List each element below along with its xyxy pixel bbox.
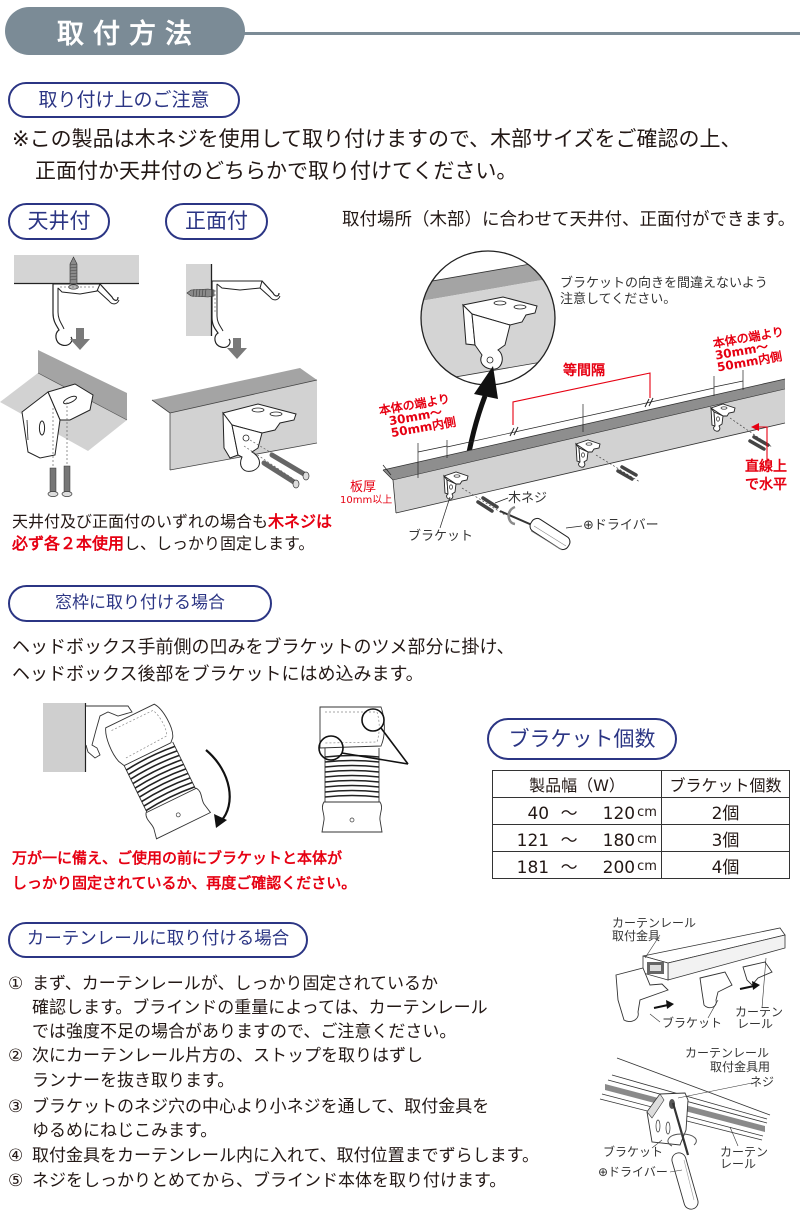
- curtain-rail-screw-illustration: [599, 1057, 771, 1210]
- rail2-bracket-label: ブラケット: [603, 1145, 664, 1159]
- arrow-down-icon: [70, 328, 90, 350]
- step-number: ④: [8, 1146, 24, 1166]
- rotate-icon: [507, 505, 516, 526]
- column-header-width: 製品幅（W）: [492, 770, 662, 798]
- rail-bracket-label: ブラケット: [662, 1016, 723, 1030]
- curtain-rail-fitting-illustration: [615, 927, 786, 1023]
- mount-note-line1: 天井付及び正面付のいずれの場合も木ネジは: [12, 512, 333, 531]
- step-5-line1: ネジをしっかりとめてから、ブラインド本体を取り付けます。: [32, 1171, 507, 1191]
- step-1-line3: では強度不足の場合がありますので、ご注意ください。: [32, 1022, 457, 1042]
- wood-screw-label: 木ネジ: [508, 491, 548, 506]
- board-thickness-label: 板厚: [350, 480, 377, 495]
- arrow-right-icon: [752, 981, 760, 990]
- step-number: ③: [8, 1097, 24, 1117]
- level-label-line2: で水平: [745, 477, 787, 493]
- ceiling-mount-3d-illustration: [0, 350, 128, 497]
- wood-screws: [461, 417, 773, 516]
- header-rule: [238, 32, 800, 35]
- rotate-icon: [667, 1133, 697, 1147]
- rotate-arrow-icon: [214, 814, 227, 828]
- warning-line1: 万が一に備え、ご使用の前にブラケットと本体が: [12, 849, 343, 867]
- rail-screw-label-line3: ネジ: [750, 1075, 775, 1089]
- rail-screw-label-line2: 取付金具用: [710, 1060, 771, 1074]
- caution-text-line1: ※この製品は木ネジを使用して取り付けますので、木部サイズをご確認の上、: [12, 127, 742, 151]
- caution-heading: 取り付け上のご注意: [8, 82, 240, 118]
- rail2-label-line2: レール: [720, 1157, 757, 1171]
- rail2-driver-label: ⊕ドライバー: [598, 1165, 668, 1179]
- step-2-line2: ランナーを抜き取ります。: [32, 1071, 235, 1091]
- step-1-line1: まず、カーテンレールが、しっかり固定されているか: [32, 974, 438, 994]
- equal-spacing-label: 等間隔: [563, 363, 605, 379]
- step-4-line1: 取付金具をカーテンレール内に入れて、取付位置までずらします。: [32, 1146, 539, 1166]
- screwdriver-illustration: [499, 505, 571, 551]
- bracket-count-heading: ブラケット個数: [487, 718, 677, 760]
- count-cell: 3個: [661, 824, 790, 852]
- page-title: 取付方法: [5, 7, 245, 55]
- count-cell: 4個: [661, 851, 790, 879]
- column-header-count: ブラケット個数: [661, 770, 790, 798]
- front-mount-heading: 正面付: [165, 203, 268, 240]
- mount-description: 取付場所（木部）に合わせて天井付、正面付ができます。: [342, 210, 796, 230]
- step-number: ②: [8, 1046, 24, 1066]
- step-number: ①: [8, 974, 24, 994]
- step-3-line1: ブラケットのネジ穴の中心より小ネジを通して、取付金具を: [32, 1097, 490, 1117]
- highlight-circle: [361, 708, 385, 732]
- rail-fitting-label-line1: カーテンレール: [612, 916, 697, 930]
- arrow-right-icon: [666, 1000, 674, 1009]
- step-2-line1: 次にカーテンレール片方の、ストップを取りはずし: [32, 1046, 423, 1066]
- board-thickness-value: 10mm以上: [340, 495, 393, 506]
- window-frame-text-line2: ヘッドボックス後部をブラケットにはめ込みます。: [12, 664, 424, 685]
- dimension-lines: [382, 370, 744, 529]
- window-frame-installed-illustration: [318, 706, 409, 833]
- orientation-note-line2: 注意してください。: [560, 292, 677, 307]
- level-label-line1: 直線上: [745, 459, 787, 475]
- window-frame-heading: 窓枠に取り付ける場合: [8, 585, 272, 622]
- window-frame-text-line1: ヘッドボックス手前側の凹みをブラケットのツメ部分に掛け、: [12, 637, 515, 658]
- arrow-left-icon: [751, 423, 759, 431]
- rail-fitting-label-line2: 取付金具: [612, 929, 661, 943]
- front-mount-3d-illustration: [151, 368, 318, 489]
- step-3-line2: ゆるめにねじこみます。: [32, 1121, 218, 1141]
- ceiling-mount-heading: 天井付: [8, 203, 110, 240]
- driver-label: ⊕ドライバー: [583, 518, 659, 533]
- orientation-note-line1: ブラケットの向きを間違えないよう: [560, 276, 768, 291]
- caution-text-line2: 正面付か天井付のどちらかで取り付けてください。: [35, 159, 518, 183]
- rail2-label-line1: カーテン: [720, 1145, 769, 1159]
- arrow-down-icon: [227, 338, 247, 359]
- rail-label-line2: レール: [737, 1017, 774, 1031]
- table-header-row: 製品幅（W） ブラケット個数: [492, 770, 790, 798]
- curtain-rail-heading: カーテンレールに取り付ける場合: [8, 922, 308, 958]
- warning-line2: しっかり固定されているか、再度ご確認ください。: [12, 874, 357, 892]
- front-mount-side-illustration: [186, 264, 281, 359]
- window-frame-tilted-illustration: [43, 703, 231, 840]
- mount-note-line2: 必ず各２本使用し、しっかり固定します。: [12, 534, 315, 553]
- highlight-circle: [318, 735, 344, 761]
- rail-label-line1: カーテン: [735, 1005, 784, 1019]
- bracket-label: ブラケット: [408, 529, 474, 544]
- ceiling-mount-side-illustration: [14, 255, 139, 350]
- step-1-line2: 確認します。ブラインドの重量によっては、カーテンレール: [32, 998, 488, 1018]
- count-cell: 2個: [661, 797, 790, 825]
- red-guides: [512, 372, 768, 462]
- step-number: ⑤: [8, 1171, 24, 1191]
- rail-screw-label-line1: カーテンレール: [685, 1046, 770, 1060]
